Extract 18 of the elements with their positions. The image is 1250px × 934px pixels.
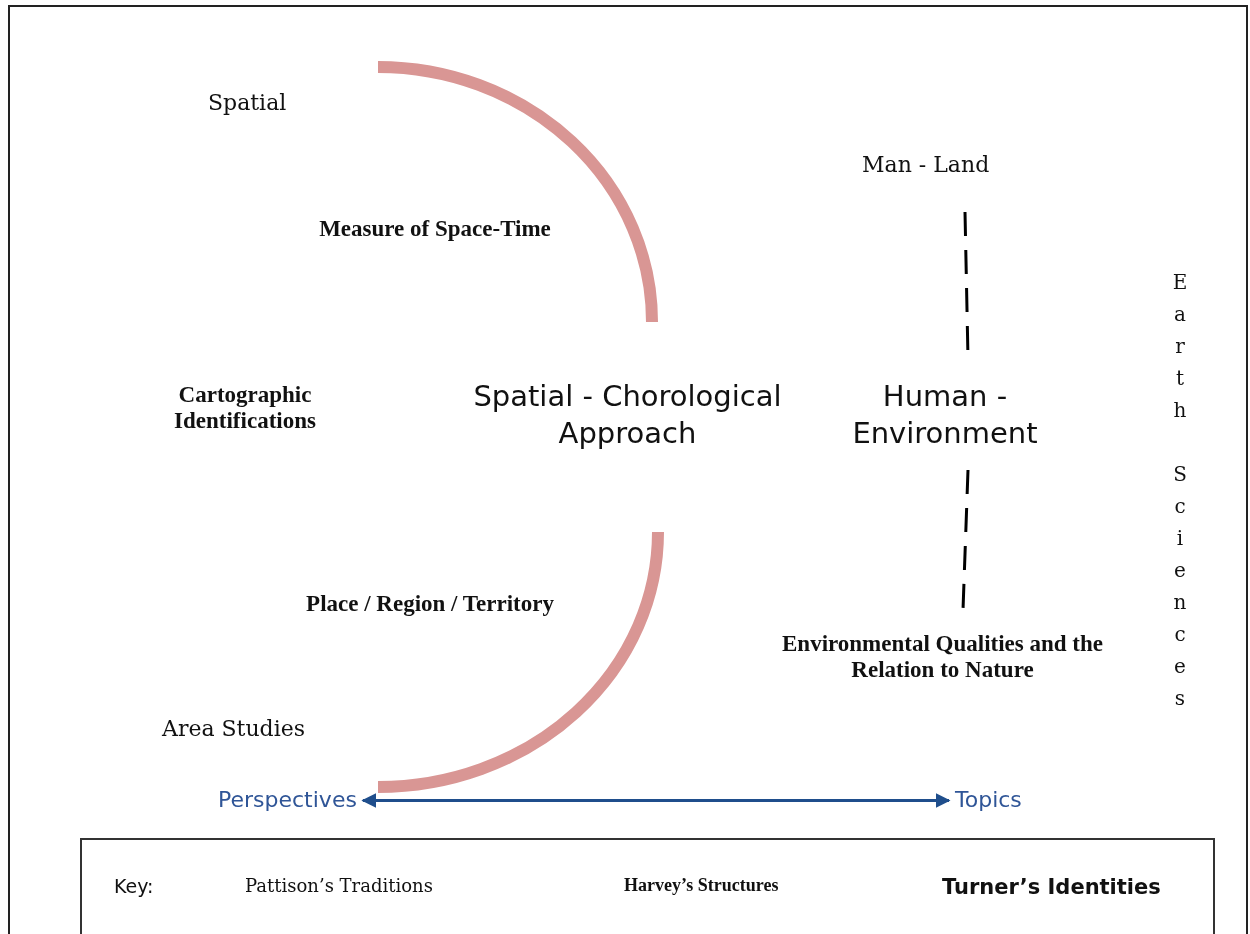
structure-label: Environmental Qualities and the Relation to Nature	[781, 631, 1104, 683]
key-entry: Turner’s Identities	[942, 875, 1161, 899]
double-arrow	[361, 793, 951, 808]
identity-label: Spatial - Chorological Approach	[472, 378, 783, 452]
identity-label: Human - Environment	[851, 378, 1039, 452]
structure-label: Cartographic Identifications	[173, 382, 317, 434]
key-box	[80, 838, 1215, 934]
category-label: Man - Land	[862, 152, 991, 177]
structure-label: Place / Region / Territory	[305, 591, 555, 617]
axis-label: Perspectives	[218, 787, 357, 812]
category-label: Area Studies	[162, 716, 307, 741]
structure-label: Measure of Space-Time	[318, 216, 552, 242]
key-label: Key:	[114, 875, 154, 897]
vertical-label: Earth Sciences	[1168, 270, 1192, 718]
key-entry: Harvey’s Structures	[624, 875, 779, 896]
category-label: Spatial	[208, 90, 288, 115]
axis-label: Topics	[955, 787, 1022, 812]
key-entry: Pattison’s Traditions	[245, 875, 433, 896]
